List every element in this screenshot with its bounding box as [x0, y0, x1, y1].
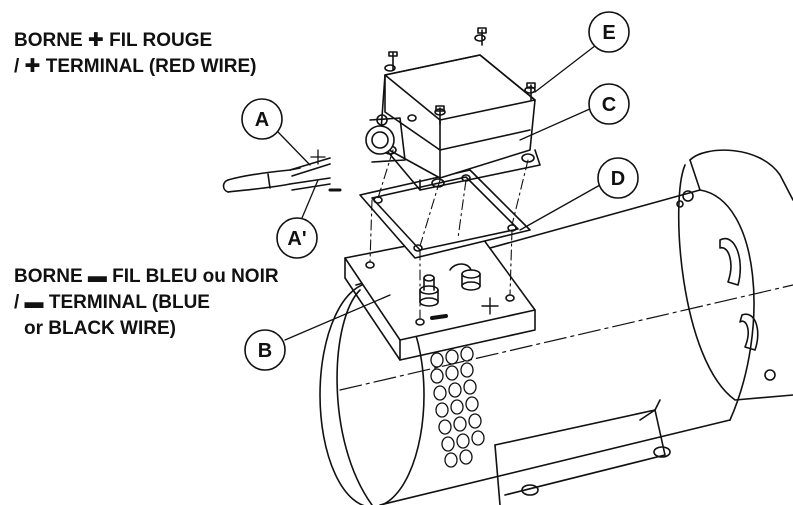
callout-b-circle [244, 329, 286, 371]
axis-centerline [339, 284, 793, 391]
callout-a: A [255, 109, 269, 131]
callout-d-circle [597, 157, 639, 199]
positive-terminal-label-en: / ✚ TERMINAL (RED WIRE) [14, 56, 257, 77]
terminal-box-cover [365, 34, 541, 191]
terminal-plus-mark [481, 297, 499, 315]
negative-terminal-label-fr: BORNE ▬ FIL BLEU ou NOIR [14, 266, 279, 287]
terminal-base-plate [344, 231, 536, 361]
negative-terminal-label-en-cont: or BLACK WIRE) [24, 318, 176, 339]
leader-lines [277, 41, 601, 341]
positive-terminal-label-fr: BORNE ✚ FIL ROUGE [14, 30, 213, 51]
mounting-foot [494, 399, 671, 505]
terminal-minus-mark [430, 314, 448, 320]
negative-terminal-label-en: / ▬ TERMINAL (BLUE [14, 292, 210, 313]
callout-d: D [611, 168, 625, 190]
callout-e: E [602, 22, 615, 44]
callout-a-circle [241, 98, 283, 140]
callout-a-prime-circle [276, 217, 318, 259]
gasket [359, 169, 531, 259]
callout-c-circle [588, 83, 630, 125]
motor-body [319, 189, 755, 505]
rear-flange [676, 149, 793, 401]
cover-screws [388, 27, 536, 125]
callout-b: B [258, 340, 272, 362]
wires [222, 157, 331, 193]
callout-a-prime: A' [287, 228, 306, 250]
callout-e-circle [588, 11, 630, 53]
ventilation-holes [430, 346, 485, 468]
wire-plus-sign [310, 149, 326, 165]
callout-c: C [602, 94, 616, 116]
assembly-lines [369, 149, 529, 319]
